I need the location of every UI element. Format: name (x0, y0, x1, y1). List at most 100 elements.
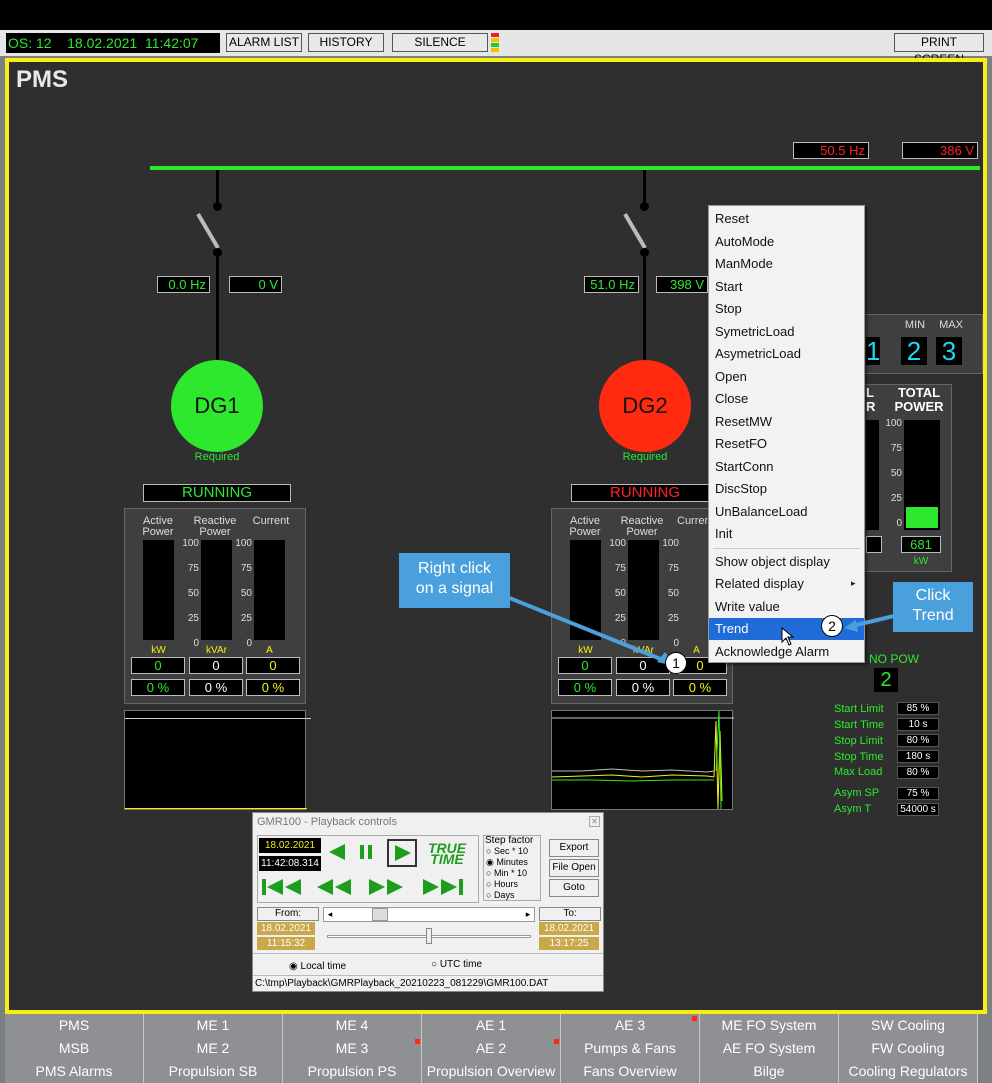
dg1-trend-area[interactable] (124, 710, 311, 810)
nav-ae1[interactable]: AE 1 (422, 1014, 561, 1037)
menu-item-resetmw[interactable]: ResetMW (715, 414, 773, 429)
nav-me-fo-system[interactable]: ME FO System (700, 1014, 839, 1037)
menu-item-acknowledge-alarm[interactable]: Acknowledge Alarm (715, 644, 830, 659)
utc-time-radio[interactable]: ○ UTC time (431, 959, 483, 970)
limit-value-start-limit[interactable]: 85 % (897, 702, 939, 715)
limit-value-asym-t[interactable]: 54000 s (897, 803, 939, 816)
max-count[interactable]: 3 (936, 337, 962, 365)
menu-item-unbalanceload[interactable]: UnBalanceLoad (715, 504, 808, 519)
nav-sw-cooling[interactable]: SW Cooling (839, 1014, 978, 1037)
nav-fans-overview[interactable]: Fans Overview (561, 1060, 700, 1083)
nav-ae-fo-system[interactable]: AE FO System (700, 1037, 839, 1060)
dg1-kw-bar[interactable] (143, 540, 174, 640)
min-count[interactable]: 2 (901, 337, 927, 365)
total-power-value[interactable]: 681 (901, 536, 941, 553)
dg1-a-value[interactable]: 0 (246, 657, 300, 674)
local-time-radio[interactable]: ◉ Local time (289, 961, 347, 972)
true-time-button[interactable]: TRUE TIME (427, 840, 467, 867)
pause-button[interactable] (353, 841, 379, 863)
step-back-button[interactable] (325, 841, 351, 863)
nav-pms[interactable]: PMS (5, 1014, 144, 1037)
nav-propulsion-ps[interactable]: Propulsion PS (283, 1060, 422, 1083)
dg2-voltage[interactable]: 398 V (656, 276, 708, 293)
file-open-button[interactable]: File Open (549, 859, 599, 877)
nav-me3[interactable]: ME 3 (283, 1037, 422, 1060)
limit-value-stop-limit[interactable]: 80 % (897, 734, 939, 747)
menu-item-write-value[interactable]: Write value (715, 599, 780, 614)
dg1-frequency[interactable]: 0.0 Hz (157, 276, 210, 293)
nav-msb[interactable]: MSB (5, 1037, 144, 1060)
dg1-generator-icon[interactable]: DG1 (171, 360, 263, 452)
menu-item-resetfo[interactable]: ResetFO (715, 436, 768, 451)
menu-item-startconn[interactable]: StartConn (715, 459, 774, 474)
dg1-voltage[interactable]: 0 V (229, 276, 282, 293)
play-button[interactable] (387, 839, 417, 867)
limit-value-start-time[interactable]: 10 s (897, 718, 939, 731)
nav-propulsion-overview[interactable]: Propulsion Overview (422, 1060, 561, 1083)
dg2-breaker-icon[interactable] (617, 208, 657, 256)
nav-me4[interactable]: ME 4 (283, 1014, 422, 1037)
dg1-kw-value[interactable]: 0 (131, 657, 185, 674)
from-button[interactable]: From: (257, 907, 319, 921)
menu-item-related-display[interactable]: Related display (715, 576, 804, 591)
nav-me1[interactable]: ME 1 (144, 1014, 283, 1037)
print-screen-button[interactable]: PRINT SCREEN (894, 33, 984, 66)
alarm-list-button[interactable]: ALARM LIST (226, 33, 302, 52)
dg1-breaker-icon[interactable] (190, 208, 230, 256)
menu-item-reset[interactable]: Reset (715, 211, 749, 226)
menu-item-open[interactable]: Open (715, 369, 747, 384)
rewind-button[interactable] (313, 876, 357, 898)
nav-ae3[interactable]: AE 3 (561, 1014, 700, 1037)
to-button[interactable]: To: (539, 907, 601, 921)
menu-item-asymetricload[interactable]: AsymetricLoad (715, 346, 801, 361)
menu-item-stop[interactable]: Stop (715, 301, 742, 316)
position-slider[interactable] (327, 928, 531, 944)
menu-item-close[interactable]: Close (715, 391, 749, 406)
menu-item-discstop[interactable]: DiscStop (715, 481, 768, 496)
menu-item-automode[interactable]: AutoMode (715, 234, 775, 249)
limit-value-stop-time[interactable]: 180 s (897, 750, 939, 763)
step-factor-options[interactable]: ○ Sec * 10 ◉ Minutes ○ Min * 10 ○ Hours … (486, 846, 528, 901)
nav-ae2[interactable]: AE 2 (422, 1037, 561, 1060)
nav-bilge[interactable]: Bilge (700, 1060, 839, 1083)
dg2-trend-area[interactable] (551, 710, 734, 810)
dg1-kvar-value[interactable]: 0 (189, 657, 243, 674)
silence-button[interactable]: SILENCE (392, 33, 488, 52)
from-date: 18.02.2021 (257, 922, 315, 935)
nav-fw-cooling[interactable]: FW Cooling (839, 1037, 978, 1060)
dg2-kvar-bar[interactable] (628, 540, 659, 640)
total-power-bar[interactable] (904, 420, 940, 530)
limit-label-start-time: Start Time (834, 719, 885, 731)
nav-pms-alarms[interactable]: PMS Alarms (5, 1060, 144, 1083)
dg2-generator-icon[interactable]: DG2 (599, 360, 691, 452)
limit-label-start-limit: Start Limit (834, 703, 884, 715)
nav-me2[interactable]: ME 2 (144, 1037, 283, 1060)
limit-value-max-load[interactable]: 80 % (897, 766, 939, 779)
no-pow-value[interactable]: 2 (874, 668, 898, 692)
dg2-frequency[interactable]: 51.0 Hz (584, 276, 639, 293)
menu-item-manmode[interactable]: ManMode (715, 256, 773, 271)
forward-fast-button[interactable] (419, 876, 471, 898)
menu-item-start[interactable]: Start (715, 279, 743, 294)
rewind-fast-button[interactable] (259, 876, 309, 898)
dg1-kvar-bar[interactable] (201, 540, 232, 640)
nav-propulsion-sb[interactable]: Propulsion SB (144, 1060, 283, 1083)
dg1-a-bar[interactable] (254, 540, 285, 640)
menu-item-show-object-display[interactable]: Show object display (715, 554, 830, 569)
history-button[interactable]: HISTORY (308, 33, 384, 52)
limit-value-asym-sp[interactable]: 75 % (897, 787, 939, 800)
nav-cooling-regulators[interactable]: Cooling Regulators (839, 1060, 978, 1083)
playback-scrollbar[interactable]: ◂ ▸ (323, 907, 535, 922)
bus-frequency[interactable]: 50.5 Hz (793, 142, 869, 159)
menu-item-init[interactable]: Init (715, 526, 733, 541)
callout-click-trend: Click Trend (893, 582, 973, 632)
menu-item-symetricload[interactable]: SymetricLoad (715, 324, 795, 339)
forward-button[interactable] (365, 876, 409, 898)
dg2-kw-value[interactable]: 0 (558, 657, 612, 674)
dialog-divider (253, 953, 603, 954)
goto-button[interactable]: Goto (549, 879, 599, 897)
nav-pumps-fans[interactable]: Pumps & Fans (561, 1037, 700, 1060)
bus-voltage[interactable]: 386 V (902, 142, 978, 159)
close-icon[interactable]: ✕ (589, 816, 600, 827)
export-button[interactable]: Export (549, 839, 599, 857)
